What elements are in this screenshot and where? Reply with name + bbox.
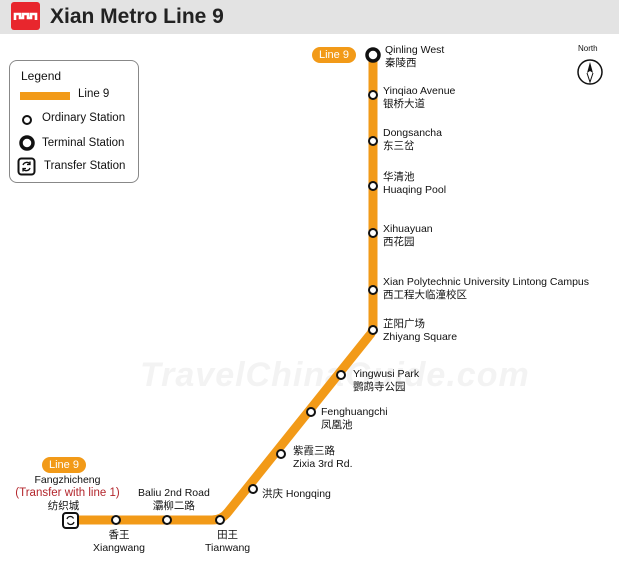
station-marker-xihuayuan [368, 228, 378, 238]
ordinary-station-icon [22, 115, 32, 125]
compass-label: North [578, 44, 598, 53]
line-badge-top: Line 9 [312, 47, 356, 63]
station-marker-hongqing [248, 484, 258, 494]
station-marker-polytechnic [368, 285, 378, 295]
header-bar: Xian Metro Line 9 [0, 0, 619, 34]
compass-icon [577, 59, 603, 85]
station-marker-dongsancha [368, 136, 378, 146]
station-marker-zhiyang-square [368, 325, 378, 335]
station-marker-xiangwang [111, 515, 121, 525]
station-marker-zixia-3rd-rd [276, 449, 286, 459]
transfer-station-icon [17, 157, 36, 176]
line-swatch [20, 92, 70, 100]
line-badge-bottom: Line 9 [42, 457, 86, 473]
legend: Legend Line 9 Ordinary Station Terminal … [9, 60, 139, 183]
station-marker-yinqiao-avenue [368, 90, 378, 100]
page-title: Xian Metro Line 9 [50, 5, 224, 28]
station-marker-huaqing-pool [368, 181, 378, 191]
station-marker-fenghuangchi [306, 407, 316, 417]
station-marker-baliu-2nd-road [162, 515, 172, 525]
legend-label-transfer: Transfer Station [44, 160, 126, 172]
legend-title: Legend [21, 69, 62, 83]
terminal-station-icon [19, 135, 35, 151]
station-marker-qinling-west [365, 47, 381, 63]
metro-logo-icon [11, 2, 40, 30]
transfer-note: (Transfer with line 1) [15, 487, 120, 499]
station-fangzhicheng[interactable]: Fangzhicheng (Transfer with line 1) 纺织城 [5, 474, 130, 513]
legend-label-line: Line 9 [78, 88, 110, 100]
legend-label-ordinary: Ordinary Station [42, 112, 126, 124]
transfer-station-icon [62, 512, 79, 529]
station-polytechnic[interactable]: Xian Polytechnic University Lintong Camp… [383, 276, 590, 301]
station-marker-tianwang [215, 515, 225, 525]
station-hongqing[interactable]: 洪庆 Hongqing [262, 488, 331, 500]
legend-label-terminal: Terminal Station [42, 137, 125, 149]
station-marker-yingwusi-park [336, 370, 346, 380]
